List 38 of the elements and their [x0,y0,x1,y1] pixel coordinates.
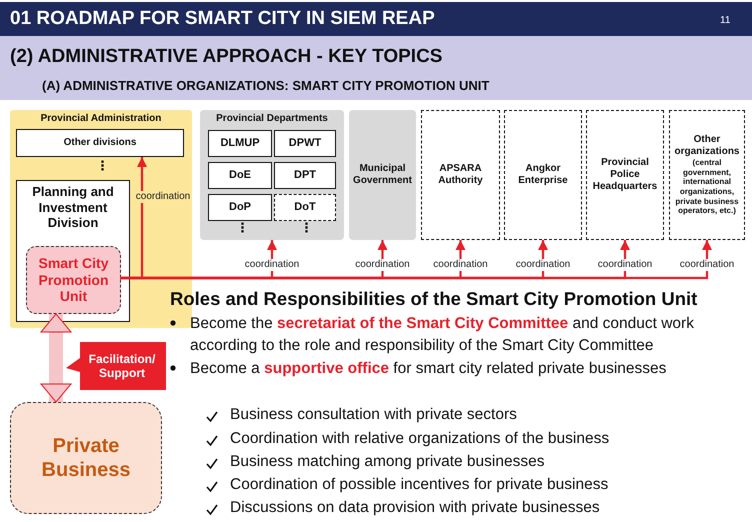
ellipsis-mark: ⋮ [96,157,109,175]
checklist-text: Coordination with relative organizations of the business [230,429,610,449]
checklist-text: Discussions on data provision with private businesses [230,498,600,518]
roles-heading: Roles and Responsibilities of the Smart City Promotion Unit [170,287,698,311]
org-box: Other divisions [16,129,184,157]
section-heading: (2) ADMINISTRATIVE APPROACH - KEY TOPICS [10,45,442,69]
org-box: APSARA Authority [421,110,500,240]
stakeholder-box: Private Business [10,402,162,514]
checklist-text: Business matching among private businesses [230,452,544,472]
slide-title: 01 ROADMAP FOR SMART CITY IN SIEM REAP [10,8,435,30]
department-box: DoP [208,194,272,221]
ellipsis-mark: ⋮ [236,219,249,237]
edge-label: coordination [244,259,300,271]
edge-label: coordination [432,259,489,271]
unit-box: Smart City Promotion Unit [26,246,121,314]
edge-label: coordination [596,259,654,271]
edge-label: coordination [678,259,736,271]
org-box: Angkor Enterprise [504,110,582,240]
ellipsis-mark: ⋮ [300,219,313,237]
department-box: DPT [274,162,336,189]
department-box: DoE [208,162,272,189]
checklist-text: Business consultation with private sectors [230,405,517,425]
department-box: DLMUP [208,130,272,157]
department-box: DPWT [274,130,336,157]
double-arrow [40,314,72,402]
edge-label: coordination [354,259,411,271]
edge-label: coordination [134,191,192,203]
org-box: Municipal Government [349,110,416,240]
callout-box: Facilitation/ Support [66,342,166,390]
checklist-text: Coordination of possible incentives for private business [230,475,608,495]
subsection-heading: (A) ADMINISTRATIVE ORGANIZATIONS: SMART CITY PROMOTION UNIT [42,77,490,95]
org-box: Provincial Police Headquarters [586,110,664,240]
page-number: 11 [720,14,730,28]
org-box: Other organizations (central government, international organizations, private business operators, etc.) [669,110,745,240]
org-box: Planning and Investment Division Smart City Promotion Unit [16,180,130,322]
department-box: DoT [274,194,336,221]
edge-label: coordination [514,259,572,271]
bullet-text: Become a supportive office for smart city related private businesses [190,359,668,379]
